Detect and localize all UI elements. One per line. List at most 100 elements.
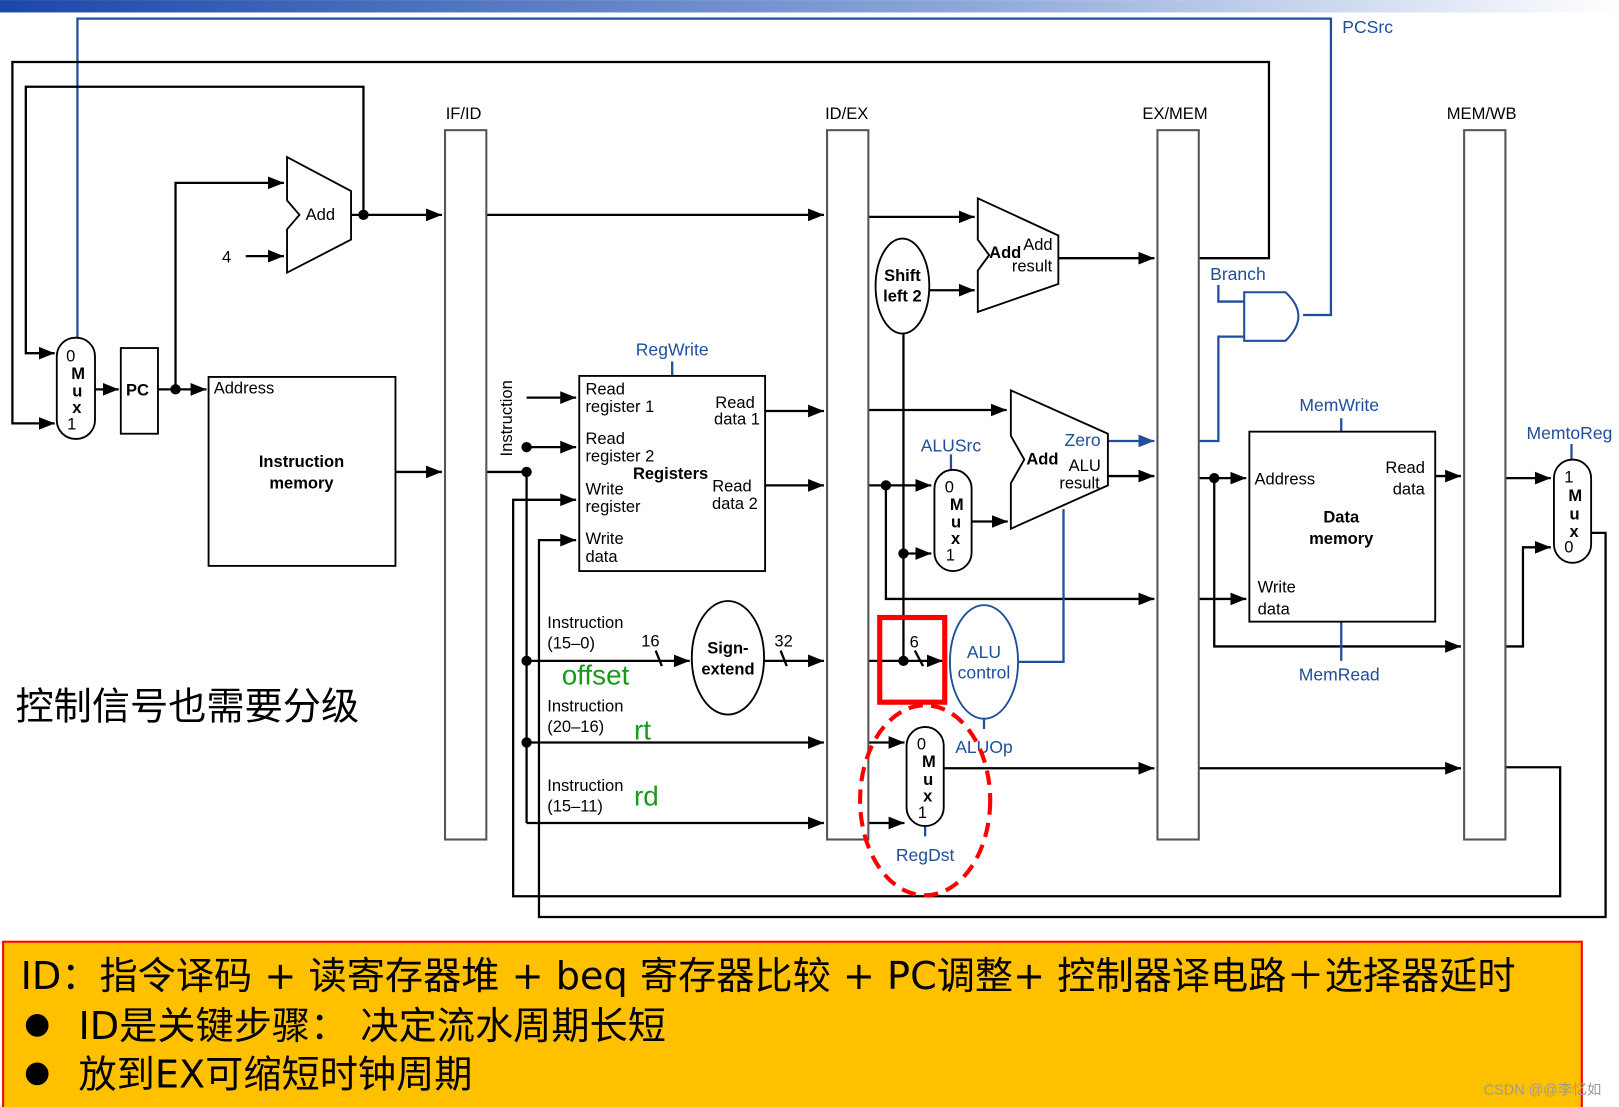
pc-register — [119, 347, 159, 435]
svg-text:Read: Read — [585, 379, 624, 398]
ex-mem-register — [1156, 129, 1200, 841]
rt-label: rt — [634, 714, 651, 745]
dmem-write-label: Write — [1258, 578, 1296, 597]
pc-label: PC — [126, 381, 149, 400]
svg-text:register 2: register 2 — [585, 447, 654, 466]
svg-text:data 2: data 2 — [712, 494, 758, 513]
svg-text:Write: Write — [585, 480, 623, 499]
field-15-0-range: (15–0) — [547, 633, 595, 652]
watermark: CSDN @@李忆如 — [1484, 1082, 1602, 1099]
bullet-icon — [25, 1014, 49, 1037]
svg-text:0: 0 — [66, 346, 75, 365]
bullet-icon — [25, 1062, 49, 1086]
alu — [1009, 388, 1109, 531]
svg-text:Read: Read — [585, 429, 624, 448]
constant-four: 4 — [222, 247, 231, 266]
alu-op-label: Add — [1026, 450, 1058, 469]
field-20-16-range: (20–16) — [547, 717, 604, 736]
svg-text:register: register — [585, 497, 641, 516]
shift-left-2-unit — [874, 237, 931, 335]
field-15-11-label: Instruction — [547, 776, 623, 795]
dmem-address-label: Address — [1255, 469, 1316, 488]
width-6: 6 — [910, 632, 919, 651]
field-20-16-label: Instruction — [547, 696, 623, 715]
memtoreg-mux: 1 M u x 0 — [1553, 458, 1593, 564]
imem-address-label: Address — [214, 378, 275, 397]
dmem-read-label-2: data — [1393, 480, 1426, 499]
svg-text:Read: Read — [715, 393, 754, 412]
register-file — [578, 374, 767, 572]
svg-text:u: u — [951, 513, 961, 532]
branch-adder — [976, 196, 1060, 314]
if-id-label: IF/ID — [446, 104, 482, 123]
dmem-title-2: memory — [1309, 529, 1374, 548]
dmem-read-label: Read — [1385, 458, 1424, 477]
register-file-ports: Read register 1 Read register 2 Write re… — [585, 379, 759, 565]
sign-extend-label-2: extend — [701, 659, 754, 678]
svg-text:data: data — [585, 547, 618, 566]
pc-mux: 0 M u x 1 — [55, 336, 96, 440]
highlight-box — [877, 614, 948, 705]
alusrc-signal: ALUSrc — [921, 435, 982, 455]
svg-text:1: 1 — [946, 546, 955, 565]
svg-text:M: M — [1568, 486, 1582, 505]
branch-adder-result-label: result — [1012, 257, 1053, 276]
alusrc-mux: 0 M u x 1 — [933, 468, 973, 572]
svg-text:1: 1 — [918, 803, 927, 822]
alu-result-label: result — [1059, 473, 1100, 492]
svg-text:0: 0 — [917, 735, 926, 754]
instruction-bus-label: Instruction — [497, 380, 516, 456]
svg-text:M: M — [950, 495, 964, 514]
alu-zero-label: Zero — [1065, 430, 1101, 450]
id-ex-register — [826, 129, 870, 841]
svg-text:u: u — [72, 382, 82, 401]
regwrite-signal: RegWrite — [636, 339, 709, 359]
ex-mem-label: EX/MEM — [1142, 104, 1207, 123]
imem-title: Instruction — [259, 452, 344, 471]
svg-text:u: u — [923, 770, 933, 789]
svg-text:0: 0 — [945, 478, 954, 497]
svg-text:x: x — [72, 398, 82, 417]
dmem-write-label-2: data — [1258, 599, 1291, 618]
svg-text:0: 0 — [1564, 537, 1573, 556]
annotation-text: 控制信号也需要分级 — [15, 686, 359, 730]
field-15-11-range: (15–11) — [547, 797, 603, 816]
pcsrc-signal: PCSrc — [1342, 17, 1393, 37]
svg-text:x: x — [923, 786, 933, 805]
svg-text:Read: Read — [712, 477, 751, 496]
svg-text:M: M — [922, 752, 936, 771]
svg-text:register 1: register 1 — [585, 397, 654, 416]
regdst-signal: RegDst — [896, 845, 955, 865]
imem-title-2: memory — [269, 473, 334, 492]
svg-text:1: 1 — [67, 415, 76, 434]
sign-extend-label: Sign- — [707, 639, 748, 658]
wires — [11, 17, 1607, 919]
svg-text:data 1: data 1 — [714, 409, 760, 428]
alu-control-label: ALU — [967, 642, 1001, 662]
regdst-mux: 0 M u x 1 — [905, 726, 945, 828]
if-id-register — [443, 129, 488, 841]
aluop-signal: ALUOp — [955, 737, 1013, 757]
field-15-0-label: Instruction — [547, 613, 623, 632]
instruction-memory — [207, 376, 397, 567]
branch-signal: Branch — [1210, 264, 1266, 284]
memread-signal: MemRead — [1299, 665, 1380, 685]
svg-text:u: u — [1569, 504, 1579, 523]
note-box — [2, 940, 1583, 1107]
note-bullet-2: 放到EX可缩短时钟周期 — [78, 1053, 472, 1097]
svg-text:Registers: Registers — [633, 464, 708, 483]
branch-adder-label: Add — [989, 243, 1021, 262]
data-memory — [1248, 430, 1437, 623]
top-gradient-bar — [0, 0, 1619, 13]
shift-left-label-2: left 2 — [883, 287, 922, 306]
svg-text:Write: Write — [585, 529, 623, 548]
alu-control-label-2: control — [958, 662, 1011, 682]
sign-extend-unit — [690, 600, 765, 716]
mem-wb-label: MEM/WB — [1447, 104, 1517, 123]
svg-text:1: 1 — [1564, 467, 1573, 486]
branch-adder-out-label: Add — [1023, 235, 1052, 254]
pc-adder-label: Add — [306, 205, 335, 224]
note-line-1: ID：指令译码 + 读寄存器堆 + beq 寄存器比较 + PC调整+ 控制器译… — [21, 955, 1516, 999]
svg-text:x: x — [951, 529, 961, 548]
